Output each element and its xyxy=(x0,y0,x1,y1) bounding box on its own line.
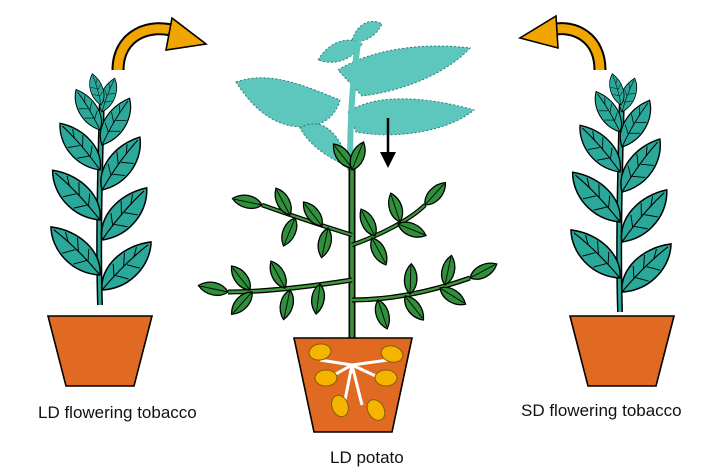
curved-arrow-icon xyxy=(520,16,600,70)
left-pot xyxy=(48,316,152,386)
right-tobacco-plant xyxy=(560,72,683,312)
center-plant-label: LD potato xyxy=(330,448,404,468)
potato-stock-plant xyxy=(197,140,500,365)
right-pot xyxy=(570,316,674,386)
left-plant-label: LD flowering tobacco xyxy=(38,403,197,423)
left-tobacco-plant xyxy=(40,72,163,305)
right-plant-label: SD flowering tobacco xyxy=(521,401,682,421)
center-pot xyxy=(294,338,412,432)
curved-arrow-icon xyxy=(118,18,206,70)
